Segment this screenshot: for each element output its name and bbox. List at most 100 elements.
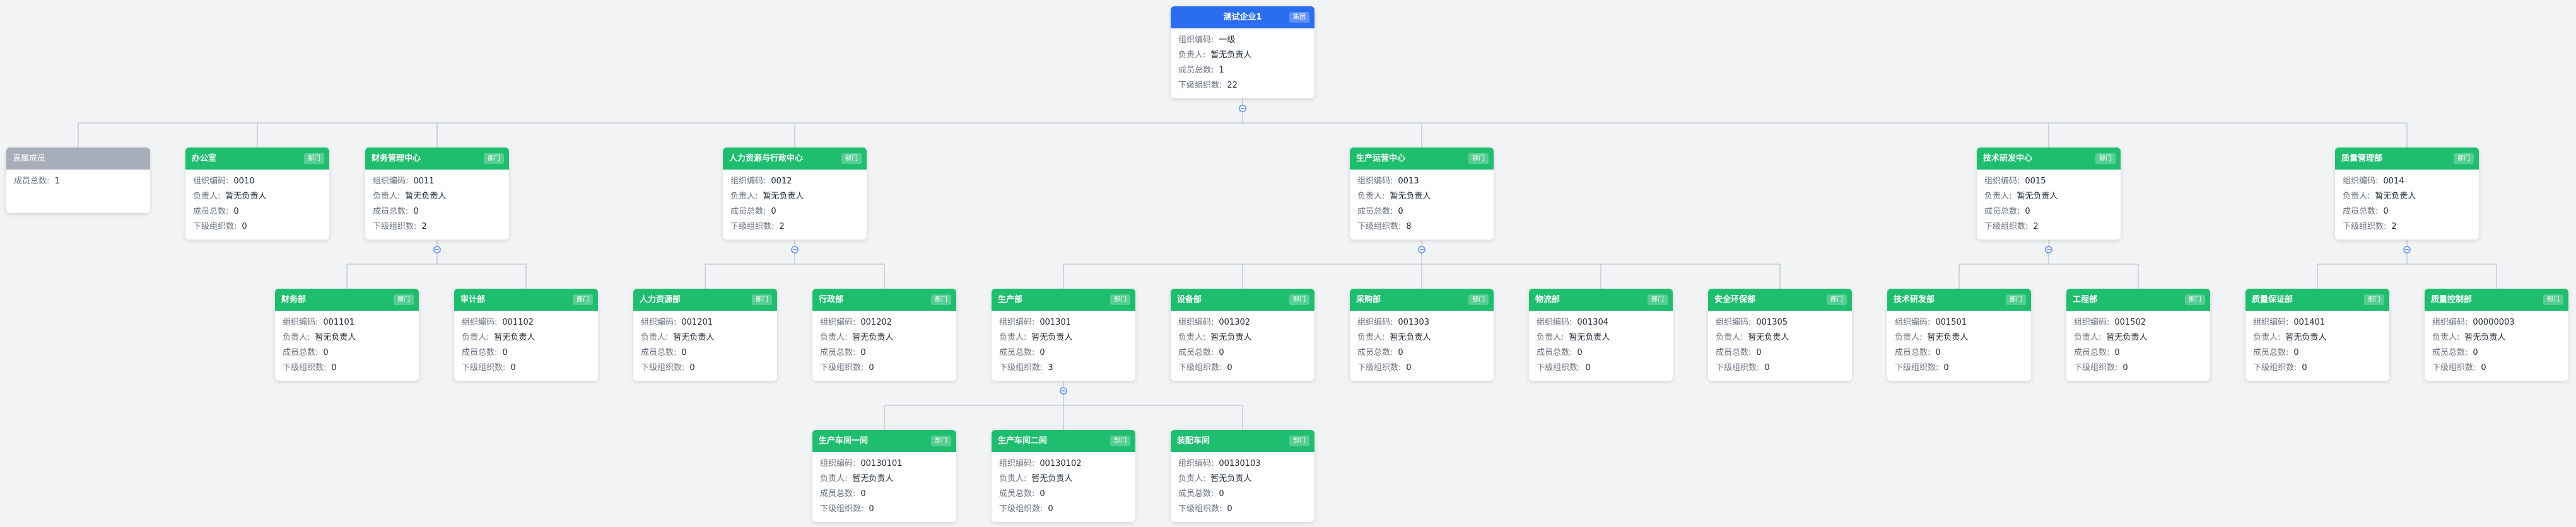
org-node-root[interactable]: 测试企业1 集团 组织编码:一级 负责人:暂无负责人 成员总数:1 下级组织数:… [1171, 6, 1314, 98]
org-node-workshop[interactable]: 生产车间一间 部门 组织编码:00130101 负责人:暂无负责人 成员总数:0… [812, 430, 956, 522]
members-row: 成员总数:0 [1357, 204, 1486, 219]
members-label: 成员总数: [1537, 348, 1572, 357]
node-body: 组织编码:0013 负责人:暂无负责人 成员总数:0 下级组织数:8 [1350, 170, 1494, 240]
collapse-toggle-icon[interactable] [791, 246, 799, 253]
node-type-badge: 部门 [752, 294, 772, 305]
collapse-toggle-icon[interactable] [2045, 246, 2052, 253]
code-label: 组织编码: [641, 318, 677, 327]
org-node-subdept[interactable]: 物流部 部门 组织编码:001304 负责人:暂无负责人 成员总数:0 下级组织… [1529, 289, 1673, 381]
node-type-badge: 部门 [304, 153, 324, 164]
members-value: 0 [2293, 348, 2299, 357]
children-value: 0 [1048, 504, 1053, 514]
children-row: 下级组织数:0 [820, 502, 949, 517]
code-label: 组织编码: [730, 177, 766, 186]
children-row: 下级组织数:3 [999, 361, 1128, 376]
collapse-toggle-icon[interactable] [1060, 387, 1067, 395]
code-value: 001202 [860, 318, 893, 327]
org-node-workshop[interactable]: 装配车间 部门 组织编码:00130103 负责人:暂无负责人 成员总数:0 下… [1171, 430, 1314, 522]
node-type-badge: 部门 [931, 436, 951, 446]
leader-row: 负责人:暂无负责人 [283, 330, 411, 345]
node-body: 组织编码:001101 负责人:暂无负责人 成员总数:0 下级组织数:0 [275, 311, 419, 381]
leader-value: 暂无负责人 [225, 192, 267, 201]
org-node-subdept[interactable]: 质量保证部 部门 组织编码:001401 负责人:暂无负责人 成员总数:0 下级… [2245, 289, 2389, 381]
org-node-dept[interactable]: 办公室 部门 组织编码:0010 负责人:暂无负责人 成员总数:0 下级组织数:… [185, 148, 329, 240]
org-node-subdept[interactable]: 质量控制部 部门 组织编码:00000003 负责人:暂无负责人 成员总数:0 … [2425, 289, 2568, 381]
org-node-subdept[interactable]: 技术研发部 部门 组织编码:001501 负责人:暂无负责人 成员总数:0 下级… [1887, 289, 2031, 381]
org-node-dept[interactable]: 质量管理部 部门 组织编码:0014 负责人:暂无负责人 成员总数:0 下级组织… [2335, 148, 2479, 240]
children-label: 下级组织数: [193, 222, 237, 231]
leader-row: 负责人:暂无负责人 [1178, 48, 1307, 63]
node-body: 组织编码:001303 负责人:暂无负责人 成员总数:0 下级组织数:0 [1350, 311, 1494, 381]
members-value: 0 [860, 489, 866, 499]
node-body: 组织编码:0014 负责人:暂无负责人 成员总数:0 下级组织数:2 [2335, 170, 2479, 240]
code-row: 组织编码:001302 [1178, 315, 1307, 330]
members-row: 成员总数:0 [2343, 204, 2471, 219]
members-label: 成员总数: [373, 207, 409, 216]
children-label: 下级组织数: [2074, 363, 2118, 373]
direct-members-node[interactable]: 直属成员 成员总数:1 [6, 148, 150, 213]
code-label: 组织编码: [1984, 177, 2020, 186]
node-type-badge: 部门 [1827, 294, 1847, 305]
code-row: 组织编码:一级 [1178, 33, 1307, 48]
leader-row: 负责人:暂无负责人 [1357, 330, 1486, 345]
node-header: 质量管理部 部门 [2335, 148, 2479, 170]
node-type-badge: 部门 [1110, 294, 1130, 305]
members-value: 1 [54, 177, 60, 186]
collapse-toggle-icon[interactable] [433, 246, 441, 253]
org-node-subdept[interactable]: 安全环保部 部门 组织编码:001305 负责人:暂无负责人 成员总数:0 下级… [1708, 289, 1852, 381]
members-value: 0 [1039, 348, 1045, 357]
leader-label: 负责人: [730, 192, 758, 201]
code-label: 组织编码: [1178, 35, 1214, 45]
leader-label: 负责人: [1537, 333, 1564, 342]
members-label: 成员总数: [1178, 489, 1214, 499]
org-node-subdept[interactable]: 财务部 部门 组织编码:001101 负责人:暂无负责人 成员总数:0 下级组织… [275, 289, 419, 381]
code-label: 组织编码: [1716, 318, 1752, 327]
members-row: 成员总数:0 [641, 345, 770, 361]
code-row: 组织编码:00130103 [1178, 456, 1307, 472]
node-header: 物流部 部门 [1529, 289, 1673, 311]
collapse-toggle-icon[interactable] [1239, 105, 1246, 112]
org-node-subdept[interactable]: 审计部 部门 组织编码:001102 负责人:暂无负责人 成员总数:0 下级组织… [454, 289, 598, 381]
node-title: 生产运营中心 [1356, 154, 1406, 163]
node-body: 组织编码:0010 负责人:暂无负责人 成员总数:0 下级组织数:0 [185, 170, 329, 240]
org-node-dept[interactable]: 人力资源与行政中心 部门 组织编码:0012 负责人:暂无负责人 成员总数:0 … [723, 148, 867, 240]
children-value: 0 [510, 363, 516, 373]
leader-label: 负责人: [1178, 474, 1206, 484]
node-type-badge: 部门 [931, 294, 951, 305]
members-value: 0 [1039, 489, 1045, 499]
org-node-dept[interactable]: 技术研发中心 部门 组织编码:0015 负责人:暂无负责人 成员总数:0 下级组… [1977, 148, 2121, 240]
node-body: 组织编码:00130101 负责人:暂无负责人 成员总数:0 下级组织数:0 [812, 452, 956, 522]
org-node-subdept[interactable]: 设备部 部门 组织编码:001302 负责人:暂无负责人 成员总数:0 下级组织… [1171, 289, 1314, 381]
org-node-workshop[interactable]: 生产车间二间 部门 组织编码:00130102 负责人:暂无负责人 成员总数:0… [992, 430, 1135, 522]
code-label: 组织编码: [1357, 318, 1393, 327]
org-node-subdept[interactable]: 人力资源部 部门 组织编码:001201 负责人:暂无负责人 成员总数:0 下级… [633, 289, 777, 381]
children-label: 下级组织数: [1178, 363, 1222, 373]
node-type-badge: 部门 [2364, 294, 2384, 305]
leader-value: 暂无负责人 [763, 192, 804, 201]
node-body: 组织编码:00130102 负责人:暂无负责人 成员总数:0 下级组织数:0 [992, 452, 1135, 522]
collapse-toggle-icon[interactable] [1418, 246, 1426, 253]
org-node-dept[interactable]: 财务管理中心 部门 组织编码:0011 负责人:暂无负责人 成员总数:0 下级组… [365, 148, 509, 240]
children-row: 下级组织数:0 [1895, 361, 2023, 376]
node-title: 设备部 [1177, 295, 1202, 304]
children-row: 下级组织数:0 [1178, 502, 1307, 517]
code-value: 001501 [1935, 318, 1967, 327]
code-row: 组织编码:001202 [820, 315, 949, 330]
org-node-subdept[interactable]: 工程部 部门 组织编码:001502 负责人:暂无负责人 成员总数:0 下级组织… [2066, 289, 2210, 381]
leader-row: 负责人:暂无负责人 [2253, 330, 2382, 345]
org-node-subdept[interactable]: 采购部 部门 组织编码:001303 负责人:暂无负责人 成员总数:0 下级组织… [1350, 289, 1494, 381]
code-label: 组织编码: [462, 318, 498, 327]
node-type-badge: 部门 [841, 153, 862, 164]
children-label: 下级组织数: [2432, 363, 2476, 373]
org-node-subdept[interactable]: 生产部 部门 组织编码:001301 负责人:暂无负责人 成员总数:0 下级组织… [992, 289, 1135, 381]
children-value: 22 [1227, 81, 1238, 90]
node-header: 直属成员 [6, 148, 150, 170]
children-value: 0 [1227, 504, 1232, 514]
org-node-dept[interactable]: 生产运营中心 部门 组织编码:0013 负责人:暂无负责人 成员总数:0 下级组… [1350, 148, 1494, 240]
members-label: 成员总数: [283, 348, 319, 357]
org-node-subdept[interactable]: 行政部 部门 组织编码:001202 负责人:暂无负责人 成员总数:0 下级组织… [812, 289, 956, 381]
leader-value: 暂无负责人 [405, 192, 447, 201]
children-row: 下级组织数:2 [1984, 219, 2113, 235]
collapse-toggle-icon[interactable] [2403, 246, 2411, 253]
code-row: 组织编码:00130101 [820, 456, 949, 472]
